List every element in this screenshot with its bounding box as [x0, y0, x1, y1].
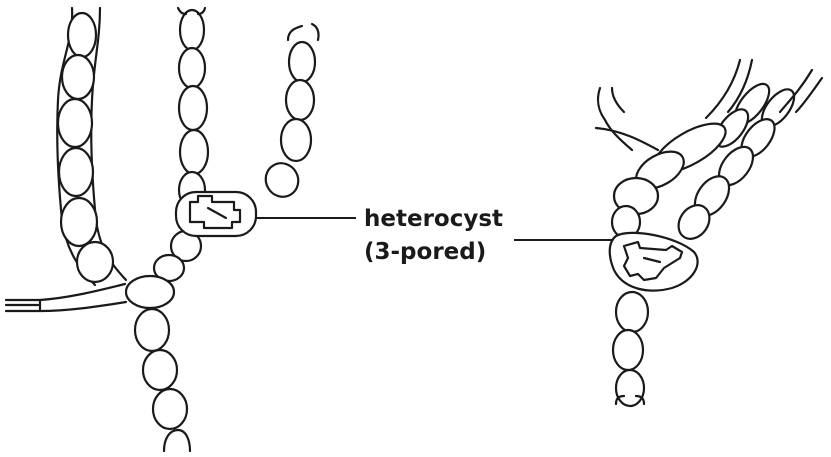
right-filament	[596, 60, 822, 406]
cell	[135, 309, 169, 351]
cell	[281, 119, 311, 161]
cell	[77, 242, 113, 282]
label-heterocyst: heterocyst	[364, 206, 503, 232]
cell	[179, 48, 205, 88]
heterocyst-annotation: heterocyst (3-pored)	[256, 206, 612, 265]
cell	[68, 13, 96, 57]
heterocyst-right	[610, 233, 698, 291]
cell	[61, 198, 97, 246]
cell	[59, 148, 93, 196]
cell	[179, 86, 207, 130]
cell	[286, 80, 314, 120]
cell	[289, 42, 315, 82]
cell	[613, 330, 643, 370]
cell	[260, 157, 305, 202]
cell	[616, 292, 648, 332]
cell	[153, 389, 187, 429]
cell	[58, 99, 92, 147]
heterocyst-left	[176, 192, 256, 236]
label-pore-count: (3-pored)	[364, 239, 486, 265]
left-filament	[6, 8, 319, 451]
cell	[616, 370, 644, 406]
junction-cell	[126, 276, 174, 308]
cell	[62, 55, 94, 99]
cell	[180, 130, 208, 174]
cell	[143, 350, 177, 390]
cell	[180, 10, 204, 50]
